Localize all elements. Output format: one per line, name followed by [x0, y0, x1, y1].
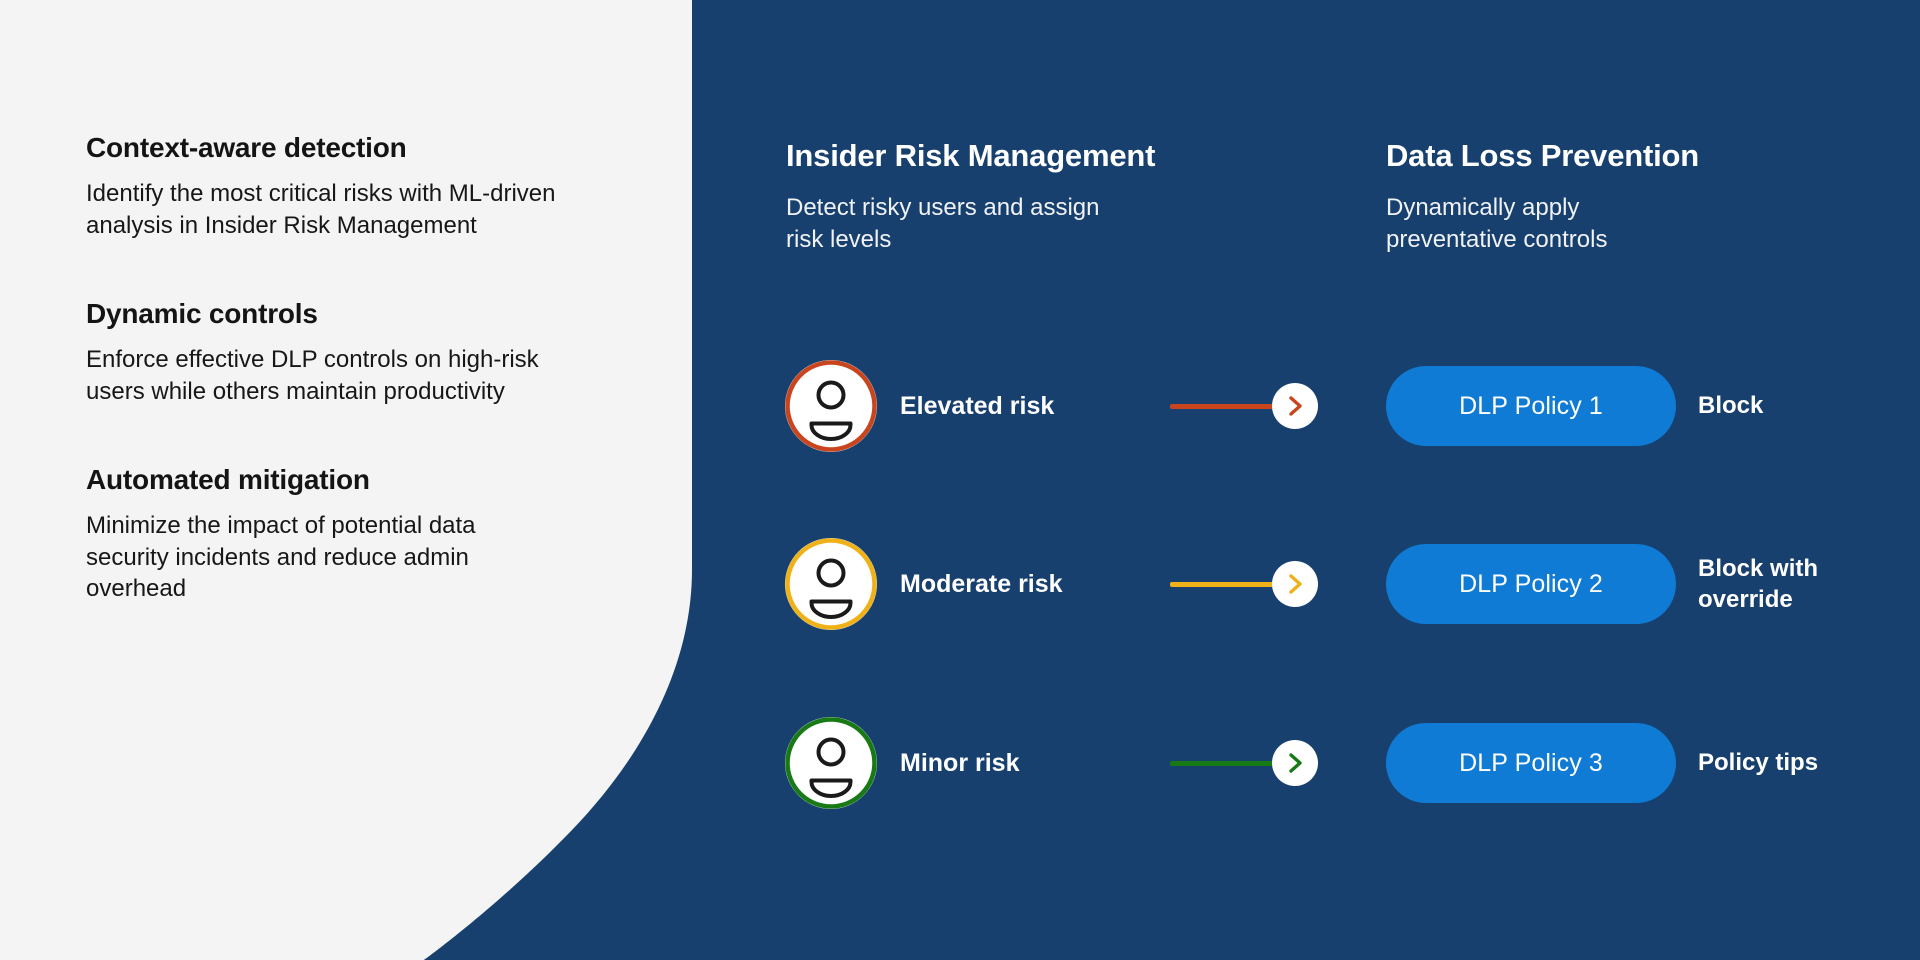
person-avatar-icon [785, 538, 877, 630]
person-avatar-icon [785, 360, 877, 452]
connector-line [1170, 582, 1286, 587]
feature-title: Context-aware detection [86, 132, 407, 163]
column-title: Insider Risk Management [786, 138, 1156, 173]
dlp-policy-label: DLP Policy 2 [1459, 569, 1603, 598]
column-heading-data-loss-prevention: Data Loss Prevention Dynamically apply p… [1386, 138, 1806, 256]
person-avatar-icon [785, 717, 877, 809]
navy-panel-shape [424, 0, 1920, 960]
risk-row: Elevated risk DLP Policy 1 Block [0, 360, 1920, 452]
risk-to-policy-connector [1170, 538, 1326, 630]
risk-to-policy-connector [1170, 360, 1326, 452]
feature-title: Automated mitigation [86, 463, 370, 495]
dlp-policy-label: DLP Policy 3 [1459, 748, 1603, 777]
dlp-policy-pill[interactable]: DLP Policy 2 [1386, 544, 1676, 624]
column-title: Data Loss Prevention [1386, 138, 1699, 173]
feature-body: Enforce effective DLP controls on high-r… [86, 345, 539, 405]
feature-block-context-aware-detection: Context-aware detection Identify the mos… [86, 132, 586, 242]
chevron-right-icon [1272, 561, 1318, 607]
risk-level-label: Minor risk [900, 748, 1020, 777]
connector-line [1170, 404, 1286, 409]
risk-row: Moderate risk DLP Policy 2 Block with ov… [0, 538, 1920, 630]
feature-block-automated-mitigation: Automated mitigation Minimize the impact… [86, 464, 586, 606]
feature-body: Minimize the impact of potential data se… [86, 511, 476, 603]
column-heading-insider-risk-management: Insider Risk Management Detect risky use… [786, 138, 1186, 256]
dlp-policy-pill[interactable]: DLP Policy 3 [1386, 723, 1676, 803]
risk-row: Minor risk DLP Policy 3 Policy tips [0, 717, 1920, 809]
dlp-action-label: Block [1698, 392, 1764, 420]
risk-level-label: Moderate risk [900, 569, 1063, 598]
column-subtitle: Dynamically apply preventative controls [1386, 194, 1608, 254]
chevron-right-icon [1272, 740, 1318, 786]
feature-body: Identify the most critical risks with ML… [86, 180, 556, 239]
dlp-action-label: Block with override [1698, 554, 1819, 613]
left-feature-column: Context-aware detection Identify the mos… [86, 132, 586, 605]
dlp-policy-label: DLP Policy 1 [1459, 391, 1603, 420]
dlp-policy-pill[interactable]: DLP Policy 1 [1386, 366, 1676, 446]
feature-title: Dynamic controls [86, 297, 318, 329]
column-subtitle: Detect risky users and assign risk level… [786, 194, 1100, 254]
risk-to-policy-connector [1170, 717, 1326, 809]
feature-block-dynamic-controls: Dynamic controls Enforce effective DLP c… [86, 298, 586, 408]
dlp-action-label: Policy tips [1698, 749, 1819, 777]
connector-line [1170, 761, 1286, 766]
risk-level-label: Elevated risk [900, 391, 1055, 420]
chevron-right-icon [1272, 383, 1318, 429]
